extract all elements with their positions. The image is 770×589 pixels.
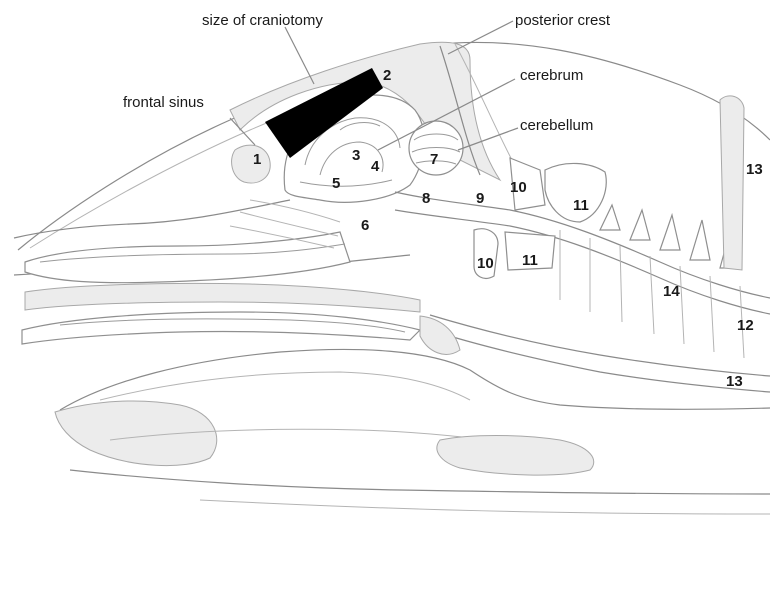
number-7: 7 — [430, 151, 438, 168]
number-4: 4 — [371, 158, 380, 175]
number-11-upper: 11 — [573, 197, 589, 214]
number-3: 3 — [352, 147, 360, 164]
number-14: 14 — [663, 283, 680, 300]
label-cerebrum: cerebrum — [520, 67, 583, 84]
label-posterior-crest: posterior crest — [515, 12, 611, 29]
label-size-of-craniotomy: size of craniotomy — [202, 12, 323, 29]
number-11-lower: 11 — [522, 252, 538, 269]
number-6: 6 — [361, 217, 369, 234]
number-12: 12 — [737, 317, 754, 334]
number-10-lower: 10 — [477, 255, 494, 272]
label-cerebellum: cerebellum — [520, 117, 593, 134]
label-frontal-sinus: frontal sinus — [123, 94, 204, 111]
number-8: 8 — [422, 190, 430, 207]
number-2: 2 — [383, 67, 391, 84]
number-1: 1 — [253, 151, 261, 168]
number-13-upper: 13 — [746, 161, 763, 178]
number-10-upper: 10 — [510, 179, 527, 196]
number-9: 9 — [476, 190, 484, 207]
lower-jaw — [55, 349, 770, 514]
number-13-lower: 13 — [726, 373, 743, 390]
number-5: 5 — [332, 175, 340, 192]
